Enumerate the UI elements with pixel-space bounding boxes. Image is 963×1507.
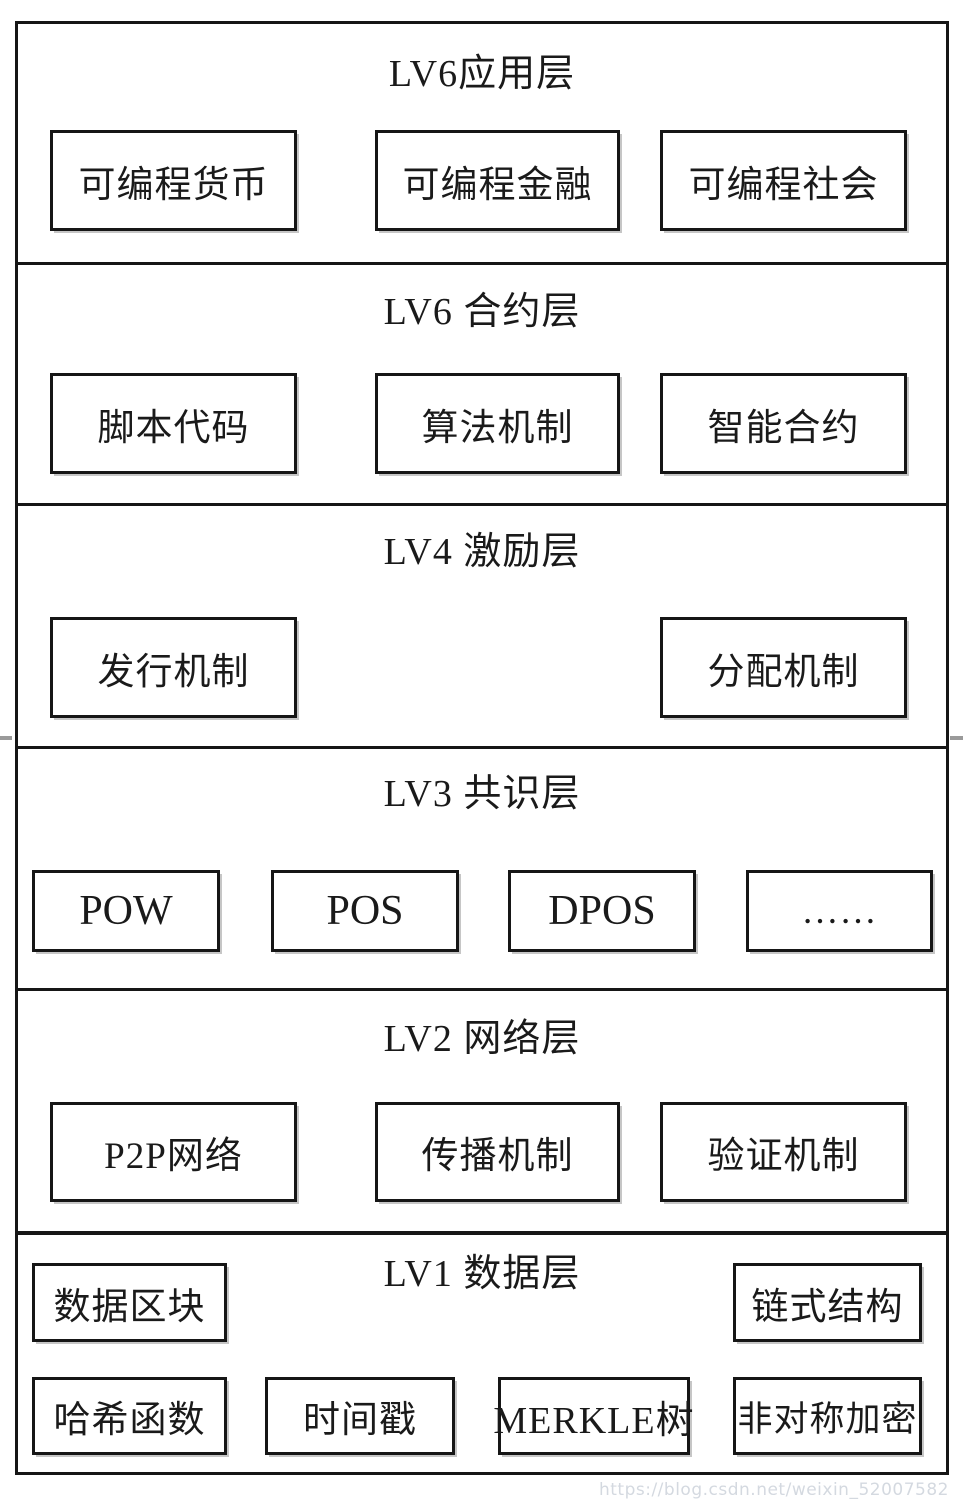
node-pos: POS xyxy=(271,870,459,952)
layer-lv2-network-title: LV2 网络层 xyxy=(383,1018,581,1060)
node-chain-structure: 链式结构 xyxy=(733,1263,922,1342)
layer-divider-5 xyxy=(15,1231,949,1235)
left-fold-mark xyxy=(0,736,12,740)
node-dpos: DPOS xyxy=(508,870,696,952)
node-hash-function: 哈希函数 xyxy=(32,1377,227,1455)
layer-divider-3 xyxy=(15,746,949,749)
node-data-block: 数据区块 xyxy=(32,1263,227,1342)
node-smart-contract: 智能合约 xyxy=(660,373,907,474)
node-ellipsis: …… xyxy=(746,870,933,952)
layer-lv3-consensus-title: LV3 共识层 xyxy=(383,773,581,815)
layer-lv6-contract-title: LV6 合约层 xyxy=(383,291,581,333)
node-verification-mechanism: 验证机制 xyxy=(660,1102,907,1202)
right-fold-mark xyxy=(950,736,963,740)
layer-divider-2 xyxy=(15,503,949,506)
layer-divider-1 xyxy=(15,262,949,265)
node-issuance-mechanism: 发行机制 xyxy=(50,617,297,718)
layer-lv4-incentive-title: LV4 激励层 xyxy=(383,531,581,573)
node-propagation-mechanism: 传播机制 xyxy=(375,1102,620,1202)
node-distribution-mechanism: 分配机制 xyxy=(660,617,907,718)
node-p2p-network: P2P网络 xyxy=(50,1102,297,1202)
node-timestamp: 时间戳 xyxy=(265,1377,455,1455)
layer-divider-4 xyxy=(15,988,949,991)
layer-lv1-data-title: LV1 数据层 xyxy=(383,1253,581,1295)
node-programmable-society: 可编程社会 xyxy=(660,130,907,231)
node-programmable-finance: 可编程金融 xyxy=(375,130,620,231)
node-algorithm-mechanism: 算法机制 xyxy=(375,373,620,474)
node-pow: POW xyxy=(32,870,220,952)
watermark: https://blog.csdn.net/weixin_52007582 xyxy=(598,1480,949,1500)
node-programmable-currency: 可编程货币 xyxy=(50,130,297,231)
node-script-code: 脚本代码 xyxy=(50,373,297,474)
node-merkle-tree: MERKLE树 xyxy=(493,1377,694,1455)
layer-lv6-application-title: LV6应用层 xyxy=(388,53,576,95)
node-asymmetric-encryption: 非对称加密 xyxy=(733,1377,922,1455)
